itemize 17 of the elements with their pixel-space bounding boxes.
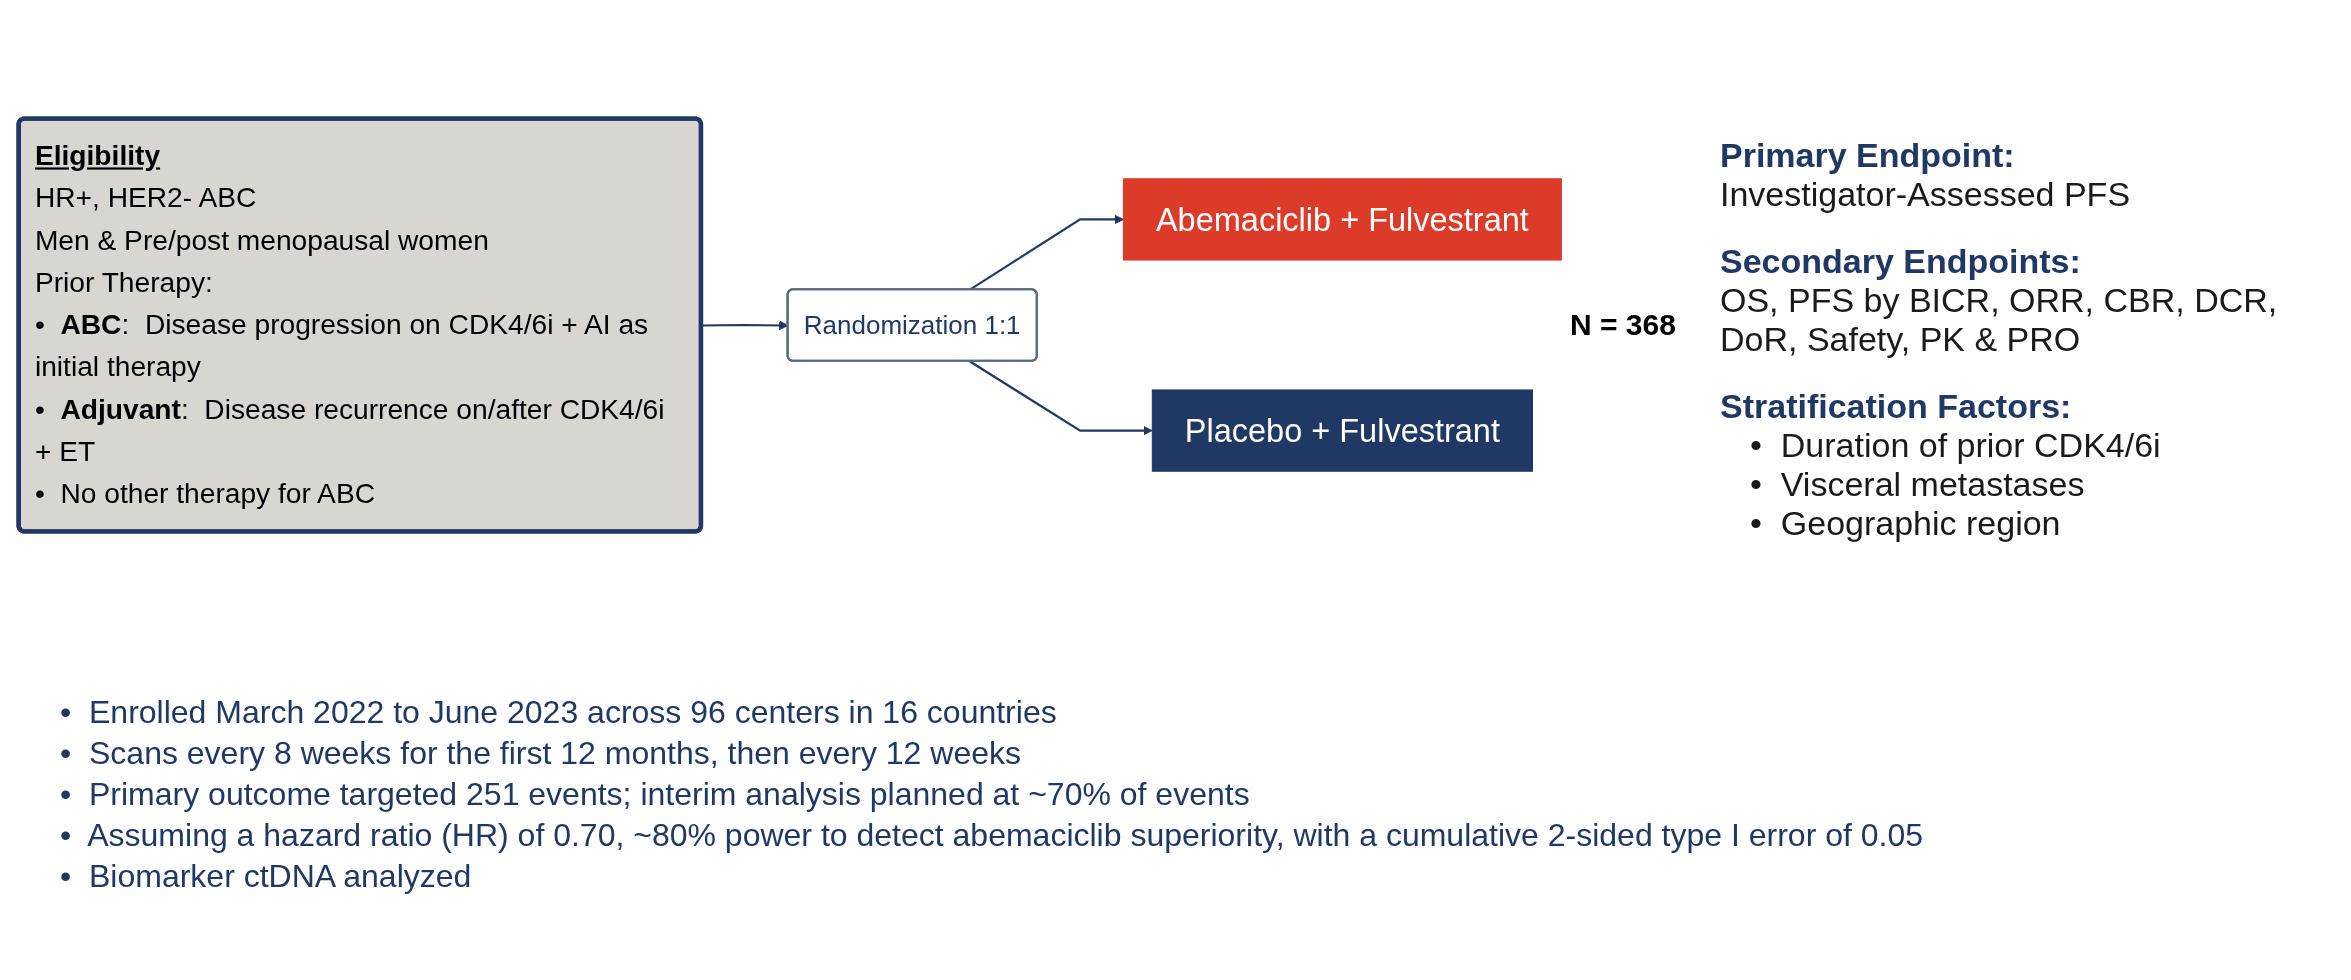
bullet-item: • Duration of prior CDK4/6i bbox=[1750, 425, 2162, 465]
sample-size-label: N = 368 bbox=[1570, 308, 1677, 342]
endpoint-text: Investigator-Assessed PFS bbox=[1720, 174, 2132, 214]
bullet-note: • Primary outcome targeted 251 events; interim analysis planned at ~70% of events bbox=[60, 776, 1251, 813]
bullet-note: • Scans every 8 weeks for the first 12 months, then every 12 weeks bbox=[60, 735, 1022, 772]
node-box: Abemaciclib + Fulvestrant bbox=[1122, 178, 1562, 261]
bullet-item: • Visceral metastases bbox=[1750, 464, 2086, 504]
bullet-note: • Enrolled March 2022 to June 2023 across 96 centers in 16 countries bbox=[60, 694, 1058, 731]
section-heading: Primary Endpoint: bbox=[1720, 135, 2016, 175]
bullet-note: • Assuming a hazard ratio (HR) of 0.70, ~80% power to detect abemaciclib superiority, with a cumulative 2-sided type I error of 0.05 bbox=[60, 817, 1925, 854]
section-heading: Stratification Factors: bbox=[1720, 386, 2073, 426]
endpoint-text: OS, PFS by BICR, ORR, CBR, DCR, DoR, Safety, PK & PRO bbox=[1720, 280, 2279, 359]
bullet-note: • Biomarker ctDNA analyzed bbox=[60, 858, 473, 895]
section-heading: Secondary Endpoints: bbox=[1720, 241, 2082, 281]
bullet-item: • Geographic region bbox=[1750, 503, 2062, 543]
arrow bbox=[969, 360, 1153, 436]
node-box: Placebo + Fulvestrant bbox=[1151, 389, 1533, 472]
